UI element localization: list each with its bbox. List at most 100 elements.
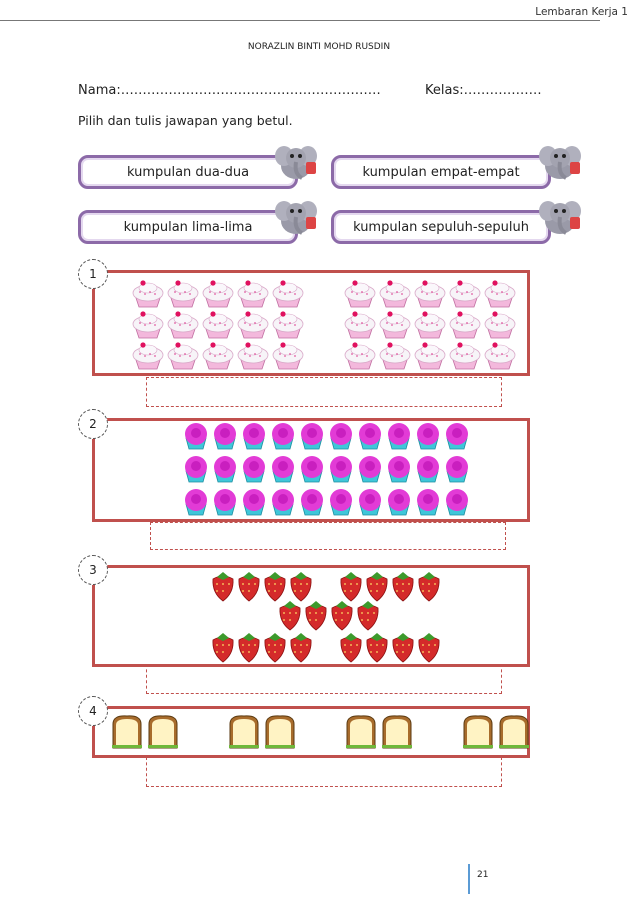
cupcake-icon	[484, 342, 516, 370]
question-4-answer-box[interactable]	[146, 757, 502, 787]
cupcake-icon	[185, 456, 207, 483]
cupcake-icon	[272, 423, 294, 450]
elephant-icon	[275, 146, 317, 180]
cupcake-icon	[301, 456, 323, 483]
cupcake-icon	[272, 342, 304, 370]
question-number-text: 2	[89, 417, 97, 431]
page-number-bar	[468, 864, 470, 894]
strawberry-icon	[392, 633, 414, 663]
choice-label: kumpulan dua-dua	[126, 164, 250, 180]
strawberry-icon	[238, 633, 260, 663]
cupcake-icon	[388, 489, 410, 516]
cupcake-icon	[167, 280, 199, 308]
strawberry-icon	[366, 572, 388, 602]
cupcake-icon	[167, 311, 199, 339]
cupcake-icon	[330, 456, 352, 483]
sandwich-icon	[463, 715, 493, 749]
header-divider	[0, 20, 600, 21]
cupcake-icon	[132, 342, 164, 370]
sandwich-icon	[499, 715, 529, 749]
cupcake-icon	[449, 311, 481, 339]
choice-kumpulan-dua-dua[interactable]: kumpulan dua-dua	[78, 155, 298, 189]
strawberry-icon	[366, 633, 388, 663]
elephant-icon	[539, 201, 581, 235]
strawberry-icon	[340, 572, 362, 602]
author-name: NORAZLIN BINTI MOHD RUSDIN	[247, 42, 391, 52]
choice-kumpulan-lima-lima[interactable]: kumpulan lima-lima	[78, 210, 298, 244]
sandwich-icon	[112, 715, 142, 749]
cupcake-icon	[359, 423, 381, 450]
cupcake-icon	[379, 342, 411, 370]
cupcake-icon	[243, 489, 265, 516]
cupcake-icon	[484, 280, 516, 308]
strawberry-icon	[418, 633, 440, 663]
cupcake-icon	[214, 489, 236, 516]
sandwich-icon	[382, 715, 412, 749]
question-4-number: 4	[78, 696, 108, 726]
cupcake-icon	[484, 311, 516, 339]
choice-label: kumpulan sepuluh-sepuluh	[353, 219, 529, 235]
cupcake-icon	[417, 423, 439, 450]
strawberry-icon	[264, 633, 286, 663]
cupcake-icon	[414, 311, 446, 339]
strawberry-icon	[279, 601, 301, 631]
cupcake-icon	[344, 342, 376, 370]
strawberry-icon	[290, 572, 312, 602]
choice-kumpulan-empat-empat[interactable]: kumpulan empat-empat	[331, 155, 551, 189]
cupcake-icon	[272, 311, 304, 339]
cupcake-icon	[132, 311, 164, 339]
sandwich-icon	[265, 715, 295, 749]
question-number-text: 4	[89, 704, 97, 718]
strawberry-icon	[392, 572, 414, 602]
strawberry-icon	[212, 633, 234, 663]
cupcake-icon	[388, 456, 410, 483]
question-1-items	[132, 280, 516, 370]
cupcake-icon	[202, 280, 234, 308]
cupcake-icon	[237, 311, 269, 339]
cupcake-icon	[272, 489, 294, 516]
cupcake-icon	[185, 423, 207, 450]
worksheet-label: Lembaran Kerja 1	[535, 6, 628, 18]
cupcake-icon	[417, 456, 439, 483]
choice-label: kumpulan empat-empat	[362, 164, 520, 180]
cupcake-icon	[272, 456, 294, 483]
strawberry-icon	[264, 572, 286, 602]
cupcake-icon	[344, 311, 376, 339]
cupcake-icon	[449, 342, 481, 370]
question-1-number: 1	[78, 259, 108, 289]
cupcake-icon	[243, 423, 265, 450]
strawberry-icon	[290, 633, 312, 663]
question-3-answer-box[interactable]	[146, 664, 502, 694]
question-2-answer-box[interactable]	[150, 522, 506, 550]
cupcake-icon	[202, 311, 234, 339]
choice-label: kumpulan lima-lima	[123, 219, 253, 235]
cupcake-icon	[272, 280, 304, 308]
cupcake-icon	[446, 456, 468, 483]
question-3-number: 3	[78, 555, 108, 585]
cupcake-icon	[214, 456, 236, 483]
cupcake-icon	[359, 456, 381, 483]
question-4-picture-box	[92, 706, 530, 758]
kelas-field[interactable]: Kelas:………………	[425, 83, 542, 98]
cupcake-icon	[379, 311, 411, 339]
cupcake-icon	[185, 489, 207, 516]
sandwich-icon	[148, 715, 178, 749]
cupcake-icon	[414, 280, 446, 308]
cupcake-icon	[449, 280, 481, 308]
sandwich-icon	[229, 715, 259, 749]
cupcake-icon	[202, 342, 234, 370]
cupcake-icon	[237, 280, 269, 308]
nama-field[interactable]: Nama:……………………………………………………	[78, 83, 381, 98]
cupcake-icon	[167, 342, 199, 370]
sandwich-icon	[346, 715, 376, 749]
cupcake-icon	[132, 280, 164, 308]
strawberry-icon	[340, 633, 362, 663]
choice-kumpulan-sepuluh-sepuluh[interactable]: kumpulan sepuluh-sepuluh	[331, 210, 551, 244]
cupcake-icon	[237, 342, 269, 370]
cupcake-icon	[446, 423, 468, 450]
strawberry-icon	[418, 572, 440, 602]
cupcake-icon	[301, 489, 323, 516]
question-3-items	[212, 572, 440, 663]
question-1-answer-box[interactable]	[146, 377, 502, 407]
cupcake-icon	[388, 423, 410, 450]
